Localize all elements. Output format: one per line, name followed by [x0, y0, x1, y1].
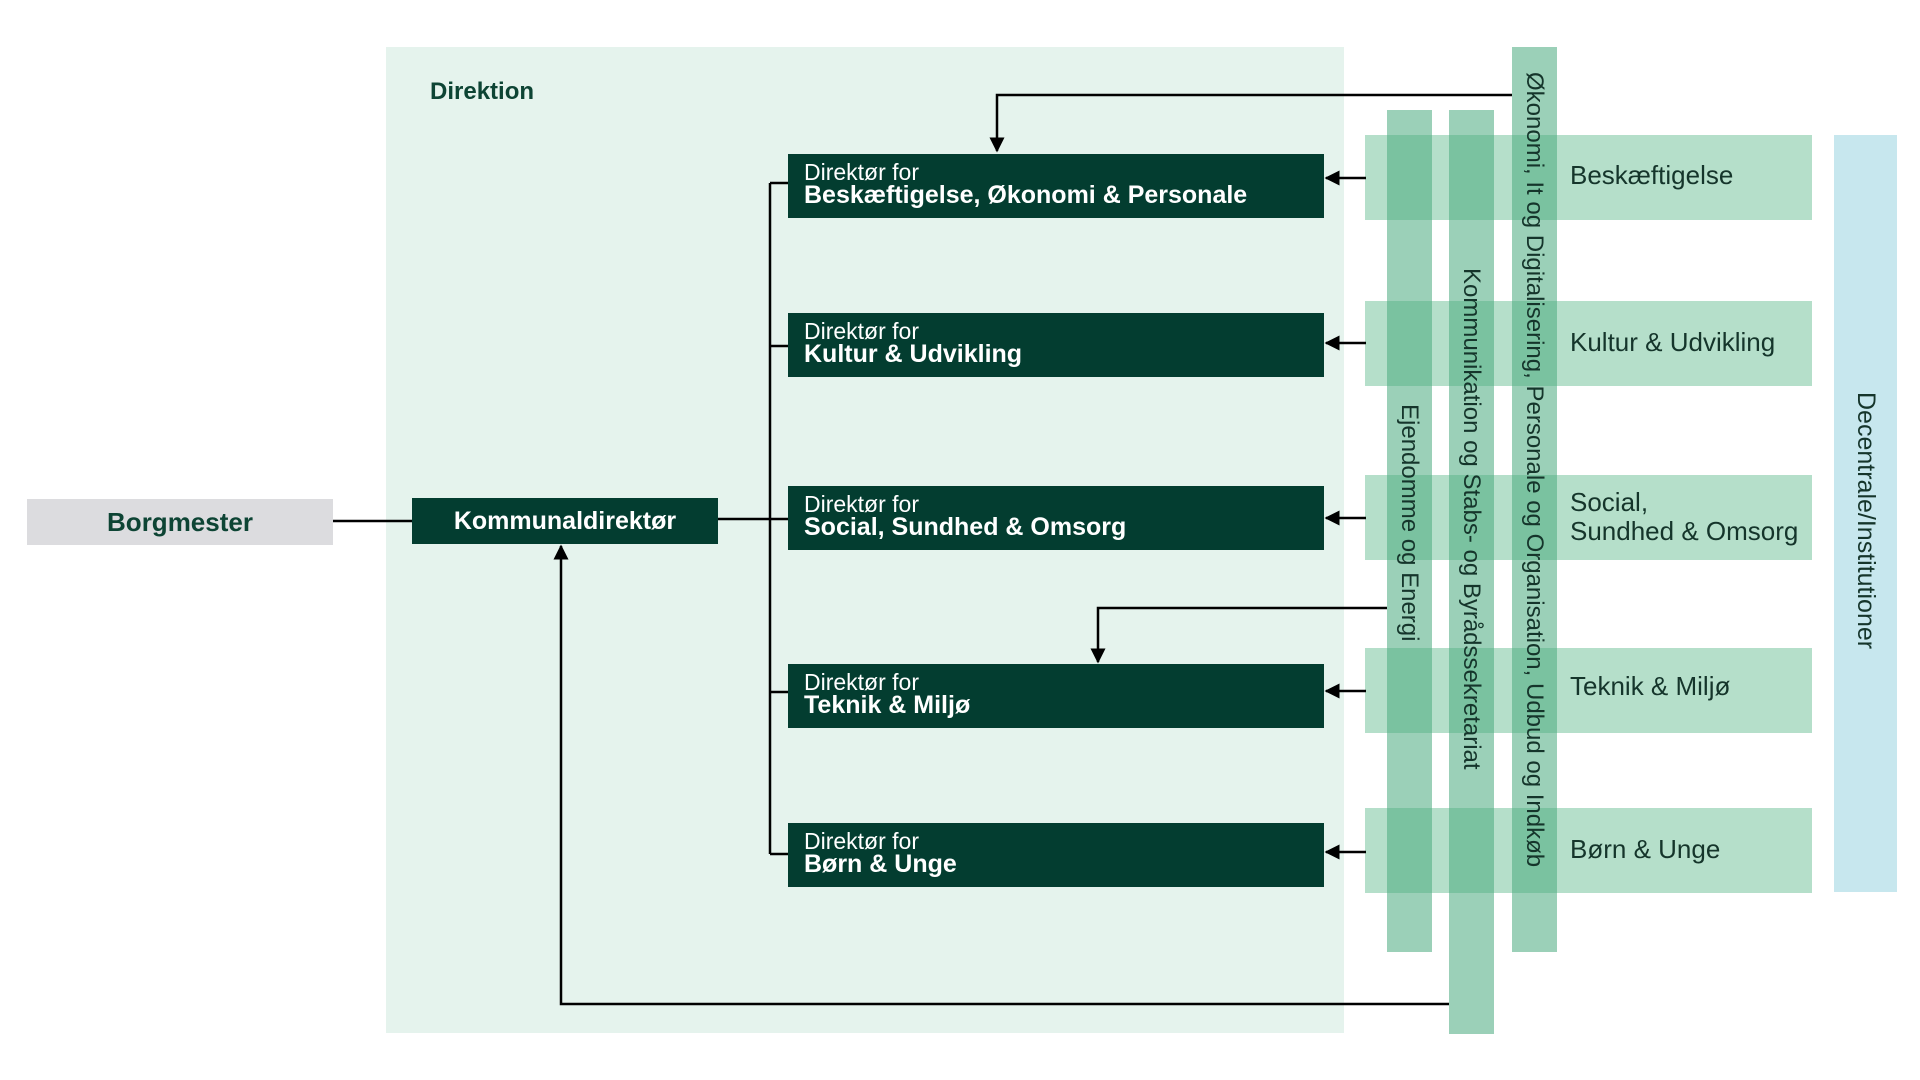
area-band-kultur — [1365, 301, 1812, 386]
direktor-name: Teknik & Miljø — [804, 691, 971, 719]
kommunaldirektor-box: Kommunaldirektør — [412, 498, 718, 544]
decentrale-label: Decentrale/Institutioner — [1852, 392, 1880, 650]
direktor-box-kultur: Direktør for Kultur & Udvikling — [788, 313, 1324, 377]
direktor-name: Børn & Unge — [804, 850, 957, 878]
area-band-social — [1365, 475, 1812, 560]
area-label-kultur: Kultur & Udvikling — [1570, 327, 1776, 357]
borgmester-box: Borgmester — [27, 499, 333, 545]
stab-label-kommunikation: Kommunikation og Stabs- og Byrådssekreta… — [1458, 268, 1485, 770]
decentrale-band — [1834, 135, 1897, 892]
direktor-box-social: Direktør for Social, Sundhed & Omsorg — [788, 486, 1324, 550]
area-band-beskaeftigelse — [1365, 135, 1812, 220]
stab-strip-oekonomi — [1512, 47, 1557, 952]
direktor-prefix: Direktør for — [804, 828, 919, 854]
direktor-box-teknik: Direktør for Teknik & Miljø — [788, 664, 1324, 728]
direktion-title: Direktion — [430, 78, 535, 105]
area-band-teknik — [1365, 648, 1812, 733]
area-label-teknik: Teknik & Miljø — [1570, 671, 1731, 701]
direktor-name: Beskæftigelse, Økonomi & Personale — [804, 181, 1248, 209]
direktor-prefix: Direktør for — [804, 318, 919, 344]
direktor-prefix: Direktør for — [804, 669, 919, 695]
direktor-name: Social, Sundhed & Omsorg — [804, 513, 1127, 541]
area-label-boern: Børn & Unge — [1570, 834, 1721, 864]
direktor-prefix: Direktør for — [804, 491, 919, 517]
area-band-boern — [1365, 808, 1812, 893]
stab-strip-kommunikation — [1449, 110, 1494, 1034]
direktor-box-boern: Direktør for Børn & Unge — [788, 823, 1324, 887]
direktor-box-beskaeftigelse: Direktør for Beskæftigelse, Økonomi & Pe… — [788, 154, 1324, 218]
direktor-prefix: Direktør for — [804, 159, 919, 185]
area-label-beskaeftigelse: Beskæftigelse — [1570, 160, 1734, 190]
stab-label-ejendomme: Ejendomme og Energi — [1396, 404, 1423, 642]
direktor-name: Kultur & Udvikling — [804, 340, 1023, 368]
stab-label-oekonomi: Økonomi, It og Digitalisering, Personale… — [1521, 72, 1548, 868]
stab-strip-ejendomme — [1387, 110, 1432, 952]
area-label-social: Social, Sundhed & Omsorg — [1570, 487, 1799, 546]
